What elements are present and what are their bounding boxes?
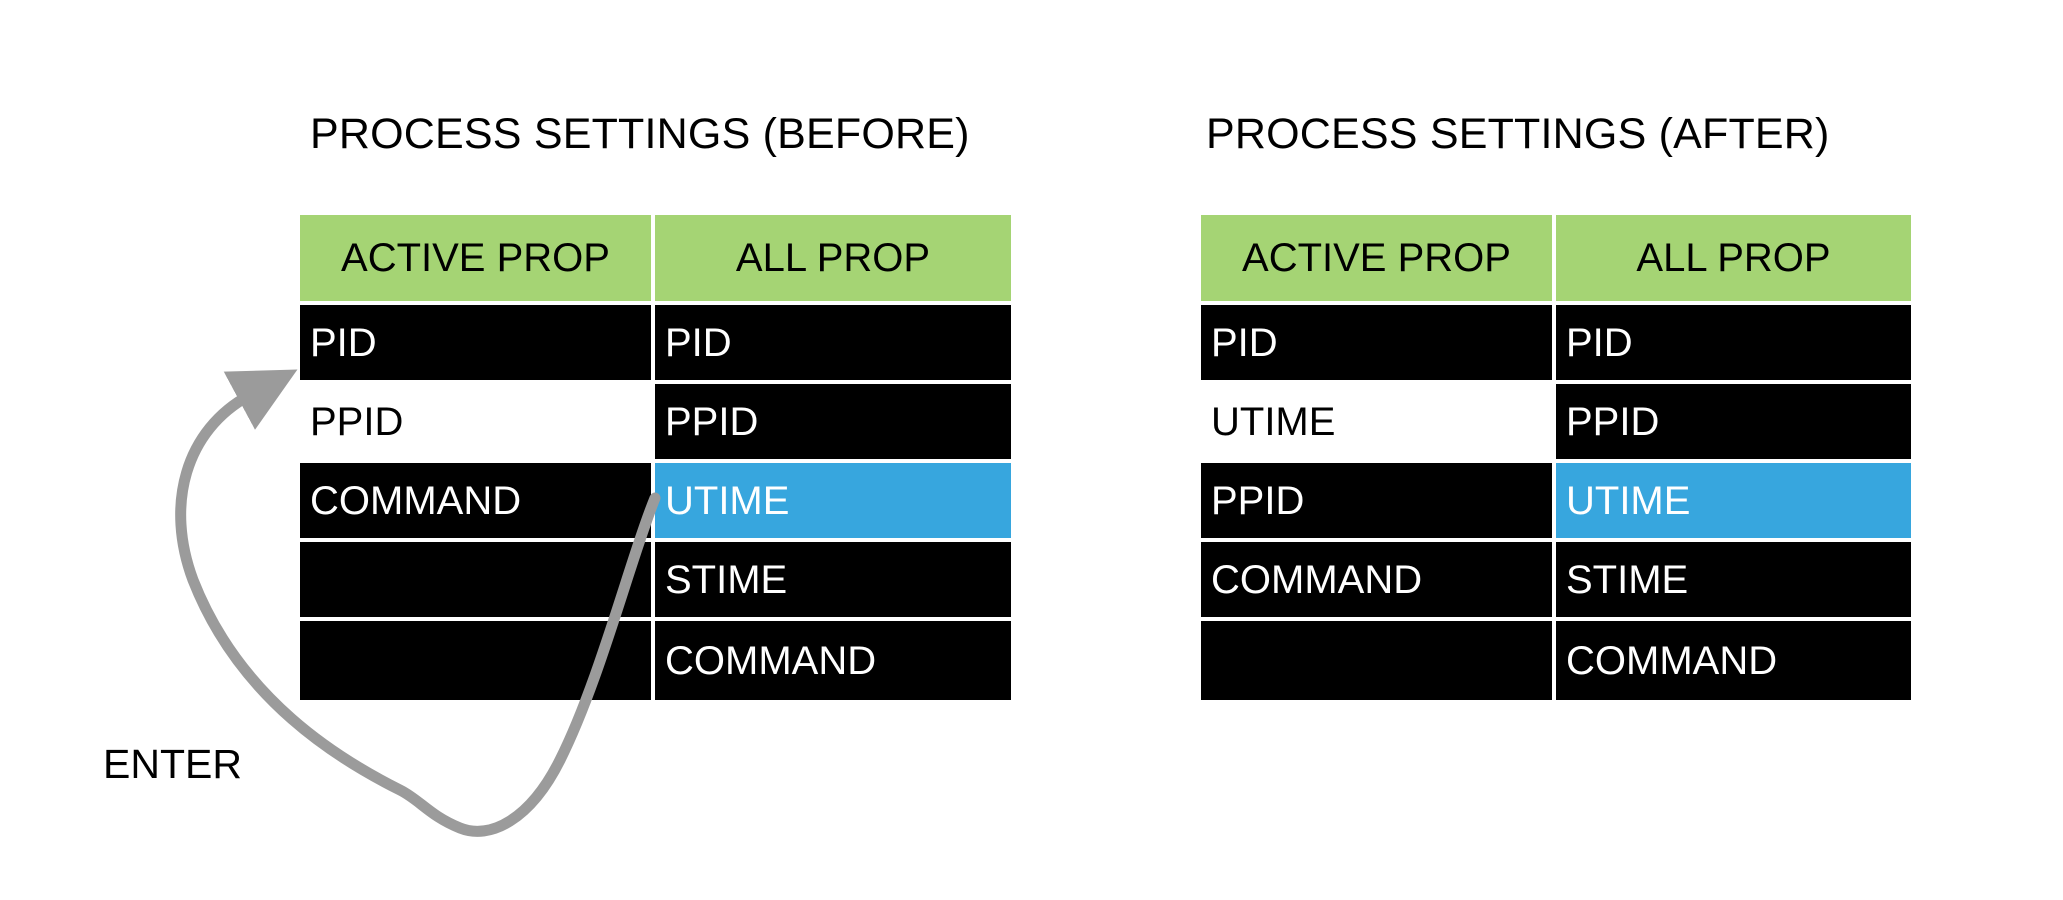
table-row-highlighted[interactable]: UTIME <box>1556 463 1911 542</box>
table-row[interactable]: STIME <box>1556 542 1911 621</box>
panel-title-after: PROCESS SETTINGS (AFTER) <box>1206 110 1830 158</box>
column-header-all-prop-after[interactable]: ALL PROP <box>1556 215 1911 305</box>
table-row-highlighted[interactable]: UTIME <box>655 463 1011 542</box>
process-settings-table-before: ACTIVE PROP ALL PROP PID PID PPID PPID C… <box>300 215 1011 700</box>
table-row[interactable]: COMMAND <box>1556 621 1911 700</box>
table-row[interactable]: PID <box>655 305 1011 384</box>
table-row-empty <box>300 621 655 700</box>
table-row-empty <box>300 542 655 621</box>
enter-key-label: ENTER <box>103 741 242 787</box>
table-row[interactable]: PPID <box>655 384 1011 463</box>
table-row[interactable]: COMMAND <box>300 463 655 542</box>
table-row[interactable]: COMMAND <box>1201 542 1556 621</box>
column-header-active-prop-after[interactable]: ACTIVE PROP <box>1201 215 1556 305</box>
table-row[interactable]: PID <box>300 305 655 384</box>
table-row[interactable]: STIME <box>655 542 1011 621</box>
table-row[interactable]: PID <box>1556 305 1911 384</box>
table-row[interactable]: PPID <box>1201 463 1556 542</box>
process-settings-table-after: ACTIVE PROP ALL PROP PID PID UTIME PPID … <box>1201 215 1911 700</box>
column-header-active-prop-before[interactable]: ACTIVE PROP <box>300 215 655 305</box>
panel-title-before: PROCESS SETTINGS (BEFORE) <box>310 110 970 158</box>
column-header-all-prop-before[interactable]: ALL PROP <box>655 215 1011 305</box>
table-row[interactable]: COMMAND <box>655 621 1011 700</box>
table-row[interactable]: PPID <box>1556 384 1911 463</box>
table-row-selected[interactable]: PPID <box>300 384 655 463</box>
table-row-selected[interactable]: UTIME <box>1201 384 1556 463</box>
table-row-empty <box>1201 621 1556 700</box>
table-row[interactable]: PID <box>1201 305 1556 384</box>
